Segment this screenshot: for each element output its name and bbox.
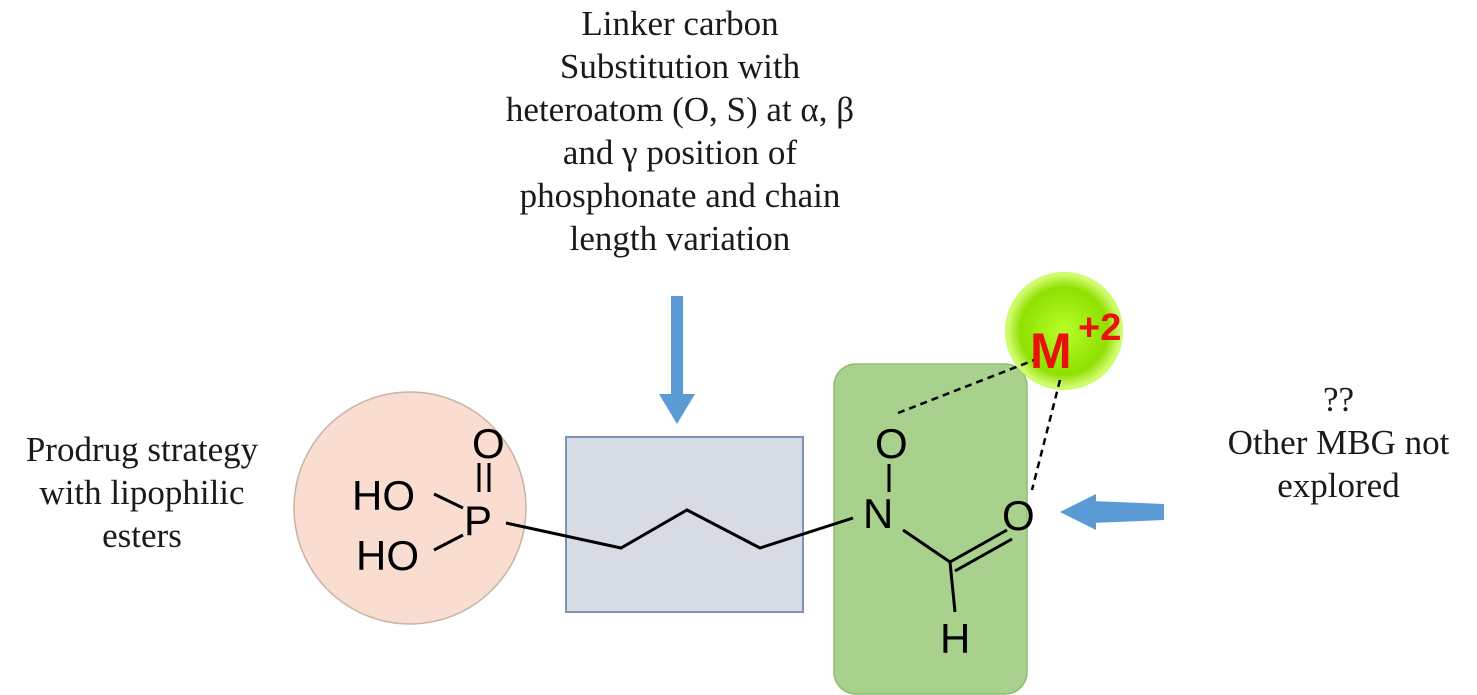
mbg-pointer-arrow [1060,494,1164,530]
linker-annotation-line: phosphonate and chain [519,176,841,215]
prodrug-annotation-line: esters [102,516,182,555]
prodrug-annotation-line: with lipophilic [39,473,245,512]
hydroxamate-highlight-box [833,363,1028,695]
linker-annotation-line: and γ position of [562,133,798,172]
linker-annotation-line: Linker carbon [581,4,779,43]
nitrogen-atom: N [863,490,893,537]
hydroxyl-group-2: HO [356,532,419,579]
mbg-annotation: ?? Other MBG not explored [1200,378,1477,507]
prodrug-annotation: Prodrug strategy with lipophilic esters [0,428,284,557]
carbonyl-oxygen-atom: O [1002,492,1035,539]
metal-ion-charge: +2 [1078,307,1121,349]
molecule-bonds [433,463,1013,613]
mbg-annotation-line: Other MBG not [1227,423,1450,462]
linker-pointer-arrow [659,296,695,424]
linker-highlight-box [565,436,804,613]
n-oxygen-atom: O [875,420,908,467]
linker-annotation-line: Substitution with [559,47,801,86]
phosphorus-atom: P [464,497,492,544]
linker-annotation: Linker carbon Substitution with heteroat… [470,2,890,260]
linker-annotation-line: length variation [569,219,791,258]
mbg-annotation-line: explored [1277,466,1400,505]
formyl-hydrogen-atom: H [940,615,970,662]
phosphoryl-oxygen-atom: O [472,420,505,467]
coordination-bonds [897,355,1062,491]
mbg-annotation-line: ?? [1322,380,1355,419]
prodrug-annotation-line: Prodrug strategy [25,430,259,469]
linker-annotation-line: heteroatom (O, S) at α, β [505,90,855,129]
phosphonate-highlight-circle [293,391,527,625]
hydroxyl-group-1: HO [352,472,415,519]
metal-ion-symbol: M [1030,323,1072,379]
